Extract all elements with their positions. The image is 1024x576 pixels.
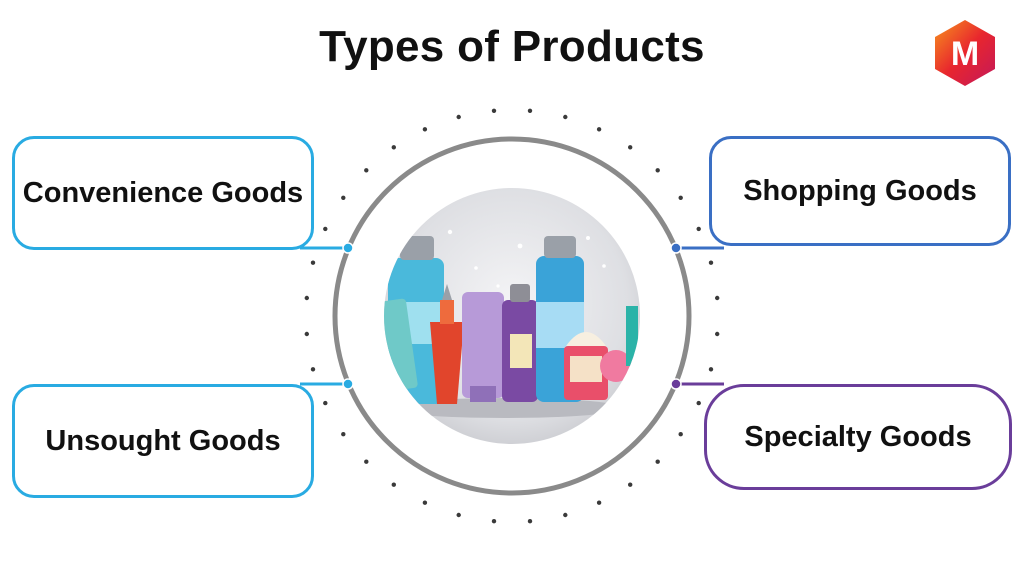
ring-dot xyxy=(678,432,683,437)
ring-dot xyxy=(596,127,602,132)
ring-dot xyxy=(341,195,346,200)
ring-dot xyxy=(456,114,461,120)
ring-dot xyxy=(708,260,714,265)
page-title: Types of Products xyxy=(319,22,705,71)
ring-dot xyxy=(391,145,396,150)
ring-dot xyxy=(527,519,533,524)
category-box-specialty: Specialty Goods xyxy=(704,384,1012,490)
category-box-convenience: Convenience Goods xyxy=(12,136,314,250)
ring-dot xyxy=(491,519,497,524)
ring-dot xyxy=(341,432,346,437)
ring-dot xyxy=(708,367,714,372)
node-dot-shopping xyxy=(670,242,682,254)
node-dot-specialty xyxy=(670,378,682,390)
ring-dot xyxy=(628,145,633,150)
ring-dot xyxy=(304,295,309,301)
ring-dot xyxy=(391,482,396,487)
ring-dot xyxy=(422,500,428,505)
category-label-convenience: Convenience Goods xyxy=(22,176,304,209)
ring-dot xyxy=(310,367,316,372)
category-box-shopping: Shopping Goods xyxy=(709,136,1011,246)
ring-dot xyxy=(304,331,309,337)
category-label-unsought: Unsought Goods xyxy=(45,424,281,457)
ring-dot xyxy=(696,400,701,406)
ring-dot xyxy=(323,400,328,406)
ring-dot xyxy=(456,512,461,518)
ring-dot xyxy=(596,500,602,505)
category-label-shopping: Shopping Goods xyxy=(743,174,977,207)
category-label-specialty: Specialty Goods xyxy=(744,420,972,453)
ring-dot xyxy=(491,108,497,114)
ring-dot xyxy=(563,114,568,120)
node-dot-unsought xyxy=(342,378,354,390)
logo-letter: M xyxy=(951,35,979,73)
ring-dot xyxy=(563,512,568,518)
ring-dot xyxy=(715,331,720,337)
ring-dot xyxy=(696,226,701,232)
ring-dot xyxy=(364,168,369,173)
category-box-unsought: Unsought Goods xyxy=(12,384,314,498)
ring-dot xyxy=(310,260,316,265)
ring-dot xyxy=(323,226,328,232)
ring-dot xyxy=(527,108,533,114)
ring-dot xyxy=(678,195,683,200)
node-dot-convenience xyxy=(342,242,354,254)
ring-dot xyxy=(655,459,660,464)
ring-dot xyxy=(364,459,369,464)
ring-dot xyxy=(422,127,428,132)
ring-dot xyxy=(715,295,720,301)
product-bottles-icon xyxy=(384,229,638,418)
ring-dot xyxy=(655,168,660,173)
ring-dot xyxy=(628,482,633,487)
dotted-ring xyxy=(304,108,720,524)
brand-logo: M xyxy=(935,20,995,86)
